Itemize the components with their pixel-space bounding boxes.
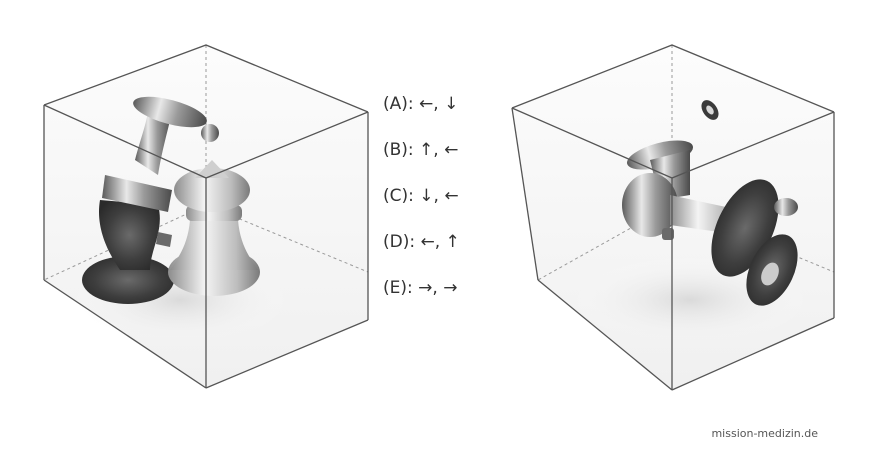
rotated-assembly-object — [622, 100, 798, 306]
light-pawn-object — [168, 160, 260, 296]
dark-textured-object — [82, 96, 219, 304]
option-a[interactable]: (A): ←, ↓ — [383, 94, 459, 114]
option-e[interactable]: (E): →, → — [383, 278, 458, 298]
option-d[interactable]: (D): ←, ↑ — [383, 232, 460, 252]
left-cube — [43, 44, 369, 389]
answer-options: (A): ←, ↓ (B): ↑, ← (C): ↓, ← (D): ←, ↑ … — [383, 90, 460, 320]
option-b[interactable]: (B): ↑, ← — [383, 140, 459, 160]
option-c[interactable]: (C): ↓, ← — [383, 186, 459, 206]
source-credit: mission-medizin.de — [711, 427, 818, 440]
right-cube — [511, 44, 835, 391]
